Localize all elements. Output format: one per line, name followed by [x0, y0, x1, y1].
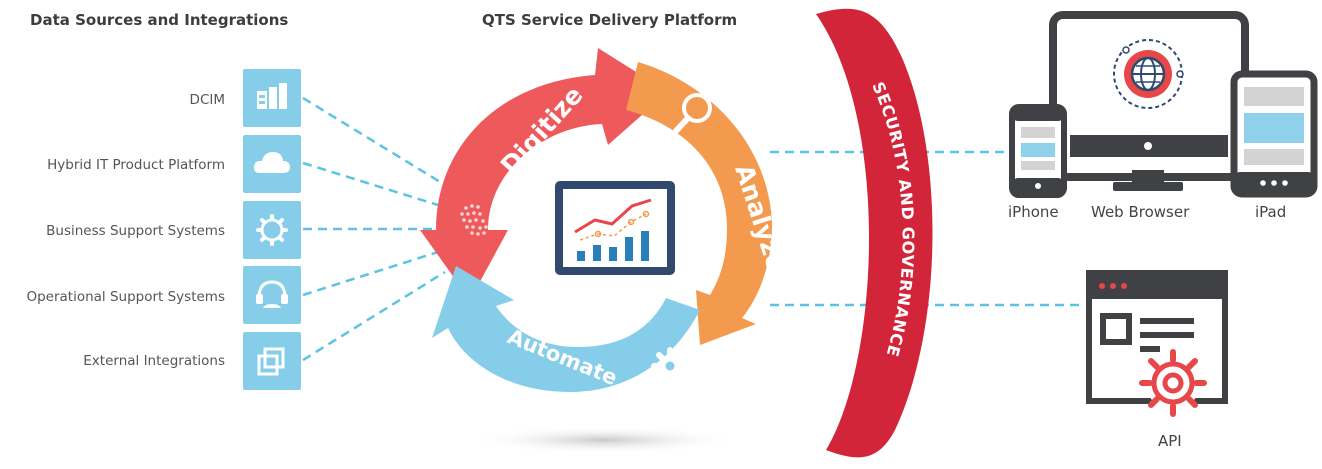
- web-browser-label: Web Browser: [1091, 203, 1190, 221]
- gear-icon: [256, 214, 288, 246]
- source-tile-bss: [243, 201, 301, 259]
- source-label-hybrid-it: Hybrid IT Product Platform: [47, 157, 225, 173]
- source-label-dcim: DCIM: [189, 92, 225, 108]
- dcim-building-icon: [257, 83, 287, 109]
- dotted-globe-icon: [460, 204, 488, 236]
- source-label-external: External Integrations: [83, 353, 225, 369]
- automate-gear-icon: [651, 347, 689, 385]
- source-tile-dcim: [243, 69, 301, 127]
- data-sources-heading: Data Sources and Integrations: [30, 11, 289, 29]
- source-label-oss: Operational Support Systems: [26, 289, 225, 305]
- iphone-label: iPhone: [1008, 203, 1059, 221]
- api-gear-icon: [1139, 349, 1207, 417]
- globe-icon: [1113, 39, 1184, 109]
- headset-icon: [256, 280, 288, 308]
- cloud-icon: [253, 152, 290, 173]
- source-tile-oss: [243, 266, 301, 324]
- ground-shadow: [469, 426, 739, 454]
- desktop-monitor-icon: [1049, 11, 1249, 191]
- platform-heading: QTS Service Delivery Platform: [482, 11, 738, 29]
- dashboard-monitor-icon: [555, 181, 675, 275]
- api-label: API: [1158, 432, 1182, 450]
- iphone-device-icon: [1009, 104, 1067, 198]
- layers-icon: [257, 347, 285, 376]
- ipad-label: iPad: [1255, 203, 1287, 221]
- ipad-device-icon: [1230, 70, 1318, 198]
- source-tile-hybrid-it: [243, 135, 301, 193]
- source-connectors: [302, 96, 446, 362]
- magnifier-icon: [673, 93, 712, 134]
- source-tile-external: [243, 332, 301, 390]
- security-governance-arc: [816, 8, 933, 458]
- analyze-arrow: [626, 62, 772, 345]
- automate-arrow: [432, 266, 700, 392]
- source-label-bss: Business Support Systems: [46, 223, 225, 239]
- digitize-arrow: [420, 48, 668, 300]
